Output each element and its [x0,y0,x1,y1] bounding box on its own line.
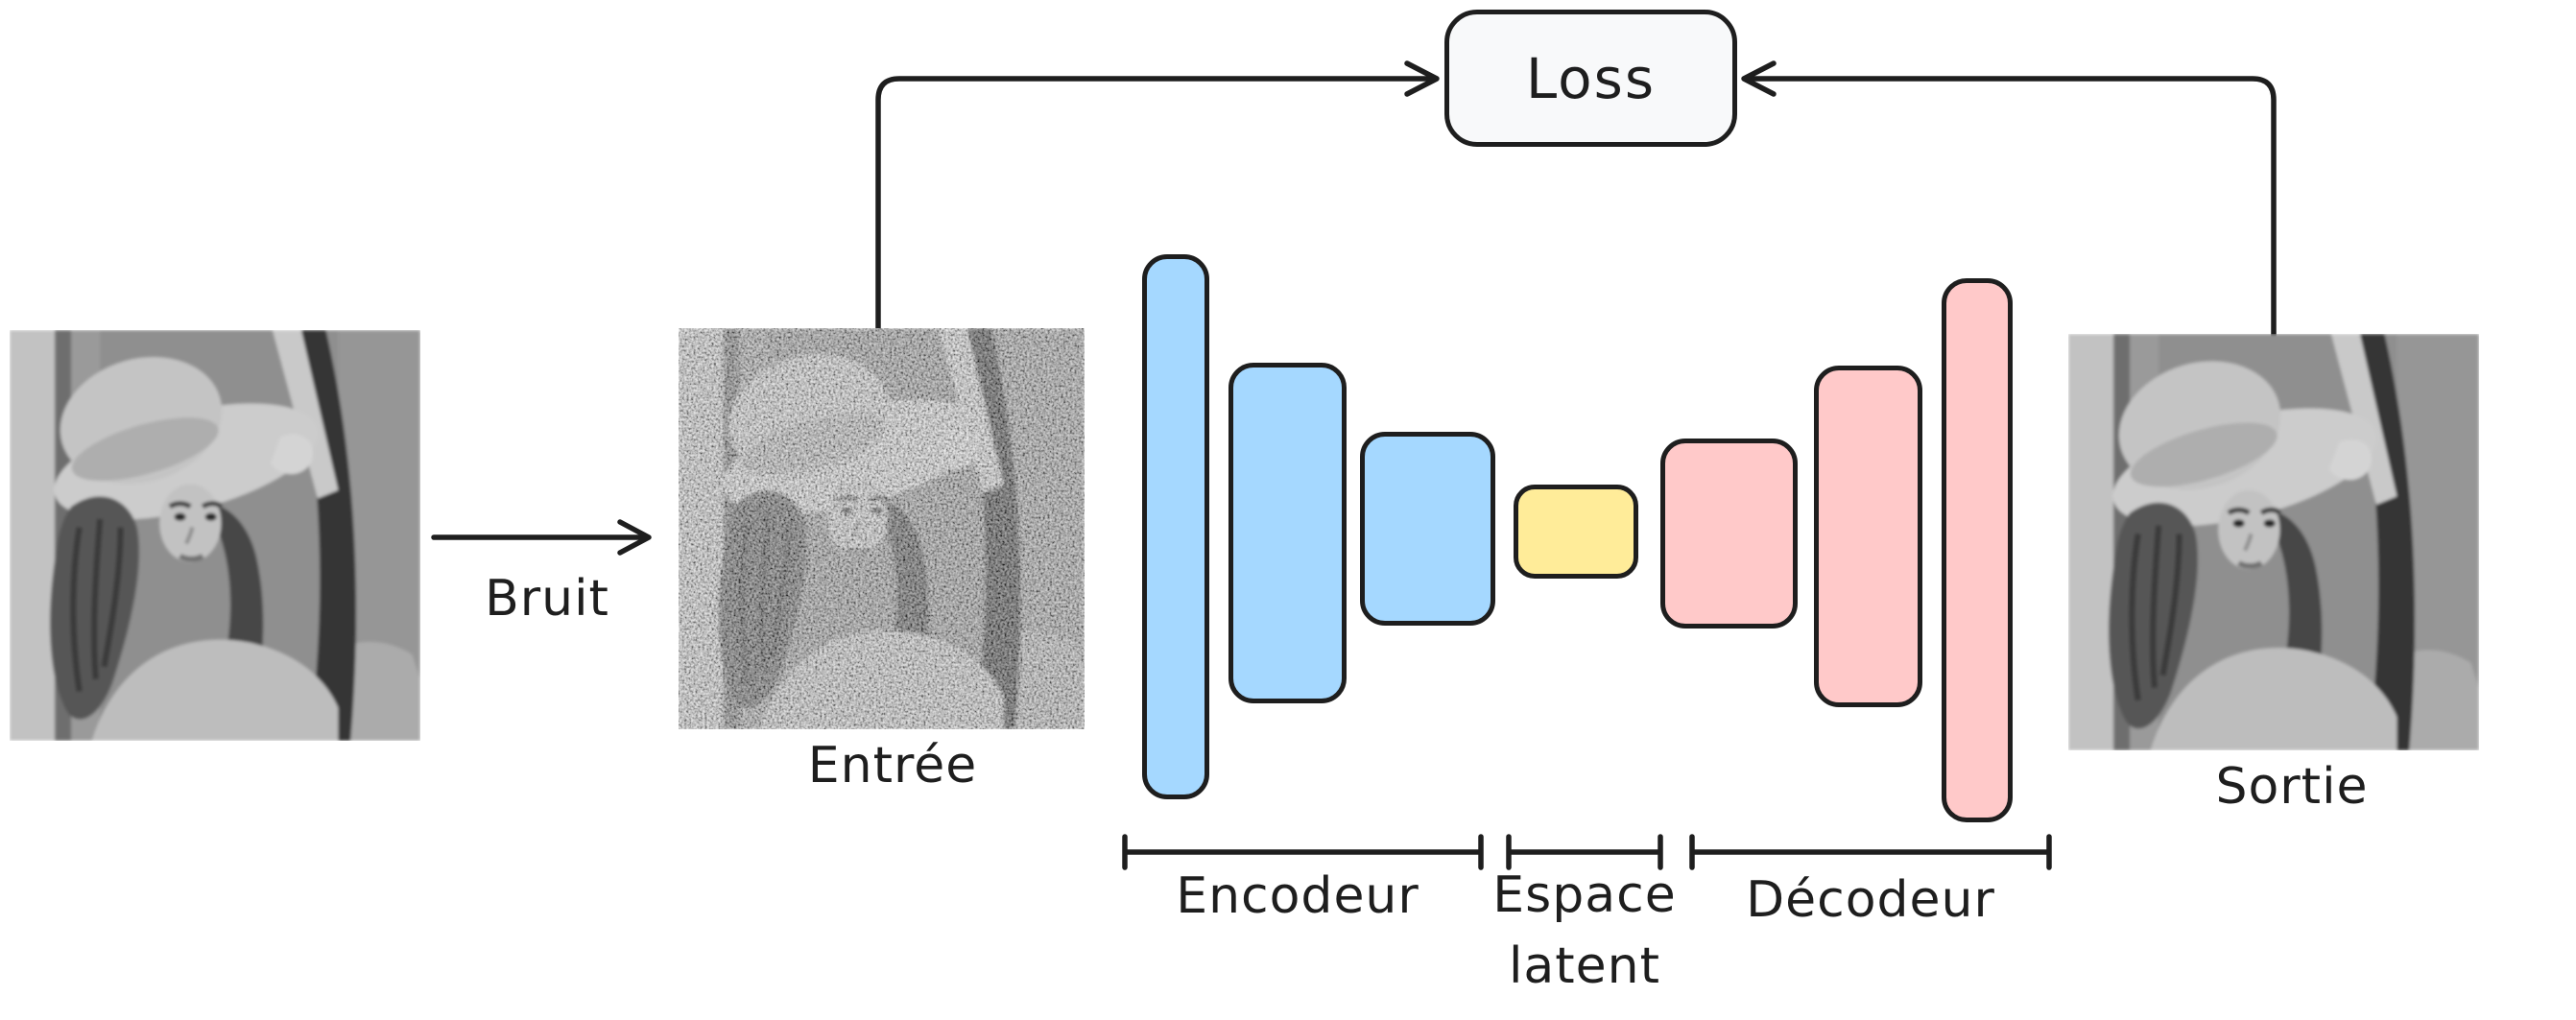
reconstructed-output-image [2068,334,2479,750]
noise-arrow-label: Bruit [485,570,609,628]
loss-label: Loss [1525,45,1657,111]
output-image-label: Sortie [2215,758,2369,816]
output-to-loss-arrowhead-icon [1741,60,1777,97]
encoder-block-2 [1228,363,1347,703]
latent-space-label: Espace latent [1492,860,1676,1002]
encoder-bracket [1122,834,1484,870]
decoder-block-3 [1942,278,2013,822]
latent-space-label-line2: latent [1508,937,1661,995]
decoder-block-2 [1814,366,1922,707]
decoder-label: Décodeur [1746,871,1995,929]
loss-node: Loss [1444,10,1737,147]
noise-arrowhead-icon [617,519,652,556]
encoder-block-3 [1360,432,1495,626]
clean-source-image [10,330,420,741]
encoder-block-1 [1142,254,1209,799]
output-to-loss-connector [1748,76,2277,339]
encoder-label: Encodeur [1176,867,1419,925]
input-image-label: Entrée [807,737,978,795]
decoder-bracket [1689,834,2052,870]
latent-space-label-line1: Espace [1492,866,1677,924]
latent-space-block [1514,485,1638,579]
input-to-loss-arrowhead-icon [1404,60,1440,97]
decoder-block-1 [1660,439,1798,629]
noisy-input-image [679,328,1085,729]
